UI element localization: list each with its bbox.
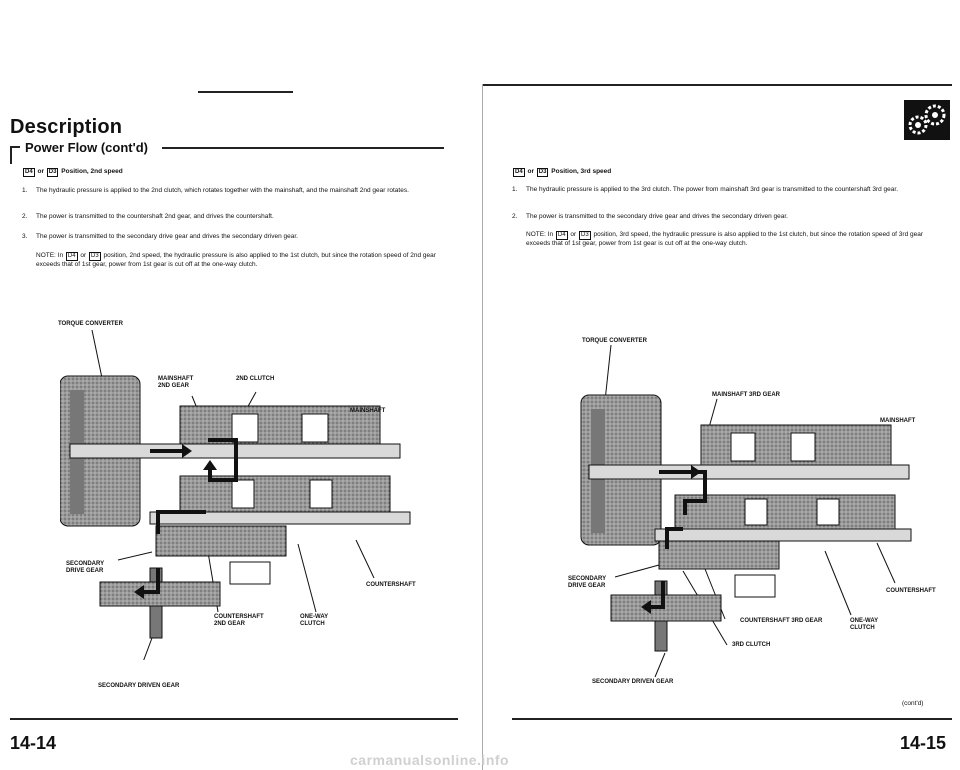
note-or: or — [80, 252, 87, 259]
left-page-number: 14-14 — [10, 733, 57, 753]
item-number: 1. — [512, 186, 518, 193]
item-text: The power is transmitted to the secondar… — [526, 213, 788, 220]
torque-converter-label: TORQUE CONVERTER — [582, 338, 647, 344]
item-number: 1. — [22, 187, 28, 194]
note-prefix: NOTE: In — [526, 231, 554, 238]
secondary-drive-gear-label-1: SECONDARY — [568, 576, 607, 582]
note-text: position, 2nd speed, the hydraulic press… — [36, 252, 436, 268]
item-text: The hydraulic pressure is applied to the… — [36, 187, 409, 194]
d4-badge: D4 — [555, 231, 568, 240]
subtitle-rule — [162, 147, 444, 149]
left-transmission-diagram — [60, 330, 411, 660]
mainshaft-label: MAINSHAFT — [350, 408, 386, 414]
left-item-1: 1. The hydraulic pressure is applied to … — [22, 187, 466, 195]
left-item-3: 3. The power is transmitted to the secon… — [22, 233, 466, 241]
left-item-2: 2. The power is transmitted to the count… — [22, 213, 466, 221]
secondary-drive-gear-label-2: DRIVE GEAR — [66, 568, 104, 574]
mainshaft-label: MAINSHAFT — [880, 418, 916, 424]
note-prefix: NOTE: In — [36, 252, 64, 259]
right-footer-rule — [512, 718, 952, 720]
mainshaft-3rd-gear-label: MAINSHAFT 3RD GEAR — [712, 392, 781, 398]
transmission-gears-icon — [904, 100, 950, 140]
title-bracket-top — [10, 146, 20, 148]
countershaft-2nd-gear-label-1: COUNTERSHAFT — [214, 614, 264, 620]
countershaft-label: COUNTERSHAFT — [366, 582, 416, 588]
left-note: NOTE: In D4 or D3 position, 2nd speed, t… — [36, 252, 454, 269]
item-number: 3. — [22, 233, 28, 240]
item-text: The hydraulic pressure is applied to the… — [526, 186, 899, 193]
heading-text: Position, 2nd speed — [61, 168, 123, 175]
footer-watermark: carmanualsonline.info — [350, 752, 510, 768]
top-rule-left — [198, 91, 293, 93]
one-way-clutch-label-1: ONE-WAY — [300, 614, 329, 620]
right-section-heading: D4 or D3 Position, 3rd speed — [512, 168, 611, 177]
3rd-clutch-label: 3RD CLUTCH — [732, 642, 771, 648]
continued-label: (cont'd) — [902, 700, 924, 707]
right-page-number: 14-15 — [900, 733, 947, 753]
d3-badge: D3 — [536, 168, 549, 177]
item-text: The power is transmitted to the secondar… — [36, 233, 298, 240]
right-note: NOTE: In D4 or D3 position, 3rd speed, t… — [526, 231, 946, 248]
left-footer-rule — [10, 718, 458, 720]
gutter-line — [482, 84, 483, 770]
mainshaft-2nd-gear-label-1: MAINSHAFT — [158, 376, 194, 382]
d4-badge: D4 — [65, 252, 78, 261]
one-way-clutch-label-2: CLUTCH — [850, 625, 875, 631]
d4-badge: D4 — [513, 168, 525, 177]
left-section-heading: D4 or D3 Position, 2nd speed — [22, 168, 123, 177]
torque-converter-label: TORQUE CONVERTER — [58, 321, 123, 327]
note-or: or — [570, 231, 577, 238]
d3-badge: D3 — [88, 252, 101, 261]
title-bracket — [10, 146, 12, 164]
2nd-clutch-label: 2ND CLUTCH — [236, 376, 275, 382]
secondary-driven-gear-label: SECONDARY DRIVEN GEAR — [98, 683, 180, 689]
item-number: 2. — [512, 213, 518, 220]
right-item-2: 2. The power is transmitted to the secon… — [512, 213, 958, 221]
or-text: or — [37, 168, 44, 175]
one-way-clutch-label-2: CLUTCH — [300, 621, 325, 627]
or-text: or — [527, 168, 534, 175]
item-number: 2. — [22, 213, 28, 220]
heading-text: Position, 3rd speed — [551, 168, 612, 175]
countershaft-2nd-gear-label-2: 2ND GEAR — [214, 621, 246, 627]
secondary-driven-gear-label: SECONDARY DRIVEN GEAR — [592, 679, 674, 685]
countershaft-label: COUNTERSHAFT — [886, 588, 936, 594]
d3-badge: D3 — [46, 168, 59, 177]
secondary-drive-gear-label-1: SECONDARY — [66, 561, 105, 567]
countershaft-3rd-gear-label: COUNTERSHAFT 3RD GEAR — [740, 618, 823, 624]
mainshaft-2nd-gear-label-2: 2ND GEAR — [158, 383, 190, 389]
one-way-clutch-label-1: ONE-WAY — [850, 618, 879, 624]
secondary-drive-gear-label-2: DRIVE GEAR — [568, 583, 606, 589]
page-title: Description — [10, 116, 123, 138]
d3-badge: D3 — [578, 231, 591, 240]
d4-badge: D4 — [23, 168, 35, 177]
right-item-1: 1. The hydraulic pressure is applied to … — [512, 186, 958, 194]
item-text: The power is transmitted to the counters… — [36, 213, 274, 220]
note-text: position, 3rd speed, the hydraulic press… — [526, 231, 924, 247]
section-subtitle: Power Flow (cont'd) — [25, 140, 148, 155]
right-transmission-diagram — [580, 345, 912, 678]
top-rule-right — [482, 84, 952, 86]
